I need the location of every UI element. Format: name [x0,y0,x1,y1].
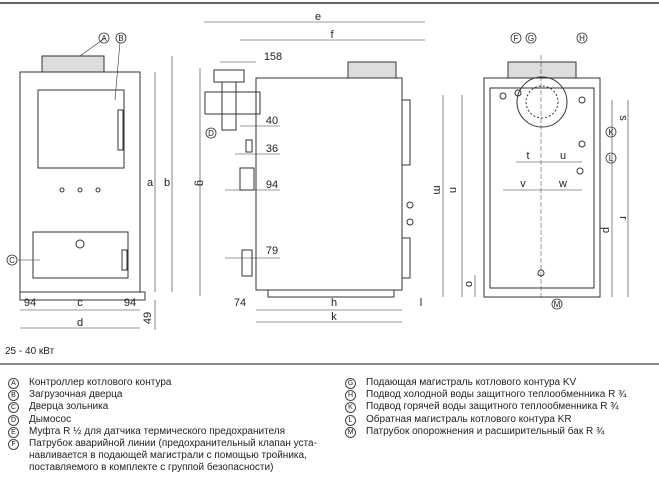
power-range: 25 - 40 кВт [5,346,55,357]
callout-k: K [608,128,614,137]
dim-o: o [463,281,475,287]
dim-h: h [331,297,337,309]
rear-body [483,77,601,298]
side-view [199,21,444,323]
legend-text: Дымосос [29,413,72,425]
dim-b: b [164,177,170,189]
legend-key: B [8,390,19,402]
legend-key: F [8,439,19,451]
legend-text: Подвод холодной воды защитного теплообме… [366,389,627,401]
dim-e: e [315,11,321,23]
flue-fan [213,69,245,83]
legend-key: L [345,414,356,426]
legend-item: F Патрубок аварийной линии (предохранител… [8,438,333,475]
dim-40: 40 [266,115,278,127]
legend-key: A [8,378,19,389]
legend-text: Муфта R ½ для датчика термического предо… [29,425,286,437]
dim-front-94-right: 94 [124,297,136,309]
legend-item: G Подающая магистраль котлового контура K… [345,377,655,389]
dim-79: 79 [266,245,278,257]
legend-item: M Патрубок опорожнения и расширительный б… [345,426,655,438]
dim-l: l [420,297,422,309]
dim-w: w [558,178,567,190]
side-body [255,77,403,291]
dim-t: t [526,150,529,162]
dim-p: p [600,227,612,233]
dim-94: 94 [266,179,278,191]
legend-key: K [345,402,356,414]
dim-v: v [520,178,526,190]
front-base [19,291,146,301]
dim-49: 49 [142,312,154,324]
dim-front-94-left: 94 [24,297,36,309]
legend-text: Патрубок аварийной линии (предохранитель… [29,438,317,474]
dim-c: c [77,297,83,309]
callout-a: A [101,34,107,43]
front-view [18,37,173,330]
callout-c: C [9,256,15,265]
callout-g: G [528,34,534,43]
fan-housing [516,76,568,128]
legend-key: E [8,426,19,438]
rear-view [461,55,629,300]
dim-s: s [617,115,629,121]
legend-key: D [8,414,19,426]
legend-text: Подающая магистраль котлового контура KV [366,377,577,388]
legend-text: Контроллер котлового контура [29,377,172,388]
legend-item: H Подвод холодной воды защитного теплообм… [345,389,655,402]
legend-text: Дверца зольника [29,401,109,413]
legend-item: A Контроллер котлового контура [8,377,333,389]
dim-u: u [560,150,566,162]
ash-door [32,231,129,279]
dim-k: k [331,311,337,323]
callout-b: B [118,34,123,43]
dim-158: 158 [264,51,282,63]
callouts [6,32,617,310]
legend-key: C [8,402,19,414]
legend-text: Обратная магистраль котлового контура KR [366,413,572,425]
legend-left: A Контроллер котлового контура B Загрузочн… [8,377,333,475]
technical-drawing: A B C D F G H K L M a b 94 c 94 d 49 e f… [0,2,659,330]
dim-r: r [617,216,629,220]
dim-a: a [147,177,154,189]
dim-74: 74 [234,297,246,309]
dim-36: 36 [266,143,278,155]
legend-item: K Подвод горячей воды защитного теплообме… [345,401,655,414]
loading-door [37,89,125,169]
callout-l: L [609,154,614,163]
legend-key: M [345,426,356,438]
callout-f: F [514,34,519,43]
legend-right: G Подающая магистраль котлового контура K… [345,377,655,438]
legend-item: D Дымосос [8,414,333,426]
legend-item: C Дверца зольника [8,401,333,414]
callout-m: M [554,300,561,309]
legend-text: Подвод горячей воды защитного теплообмен… [366,401,619,413]
legend-key: G [345,378,356,389]
legend-text: Загрузочная дверца [29,389,123,401]
legend-item: E Муфта R ½ для датчика термического пред… [8,426,333,438]
dim-d: d [77,317,83,329]
legend-item: L Обратная магистраль котлового контура K… [345,414,655,426]
legend-key: H [345,390,356,402]
legend-text: Патрубок опорожнения и расширительный ба… [366,425,605,437]
legend-item: B Загрузочная дверца [8,389,333,402]
callout-h: H [579,34,585,43]
dim-f: f [330,29,334,41]
callout-d: D [208,129,214,138]
controller [41,55,105,73]
dim-n: n [447,187,459,193]
dim-m: m [431,185,443,194]
dim-g: g [194,180,206,186]
